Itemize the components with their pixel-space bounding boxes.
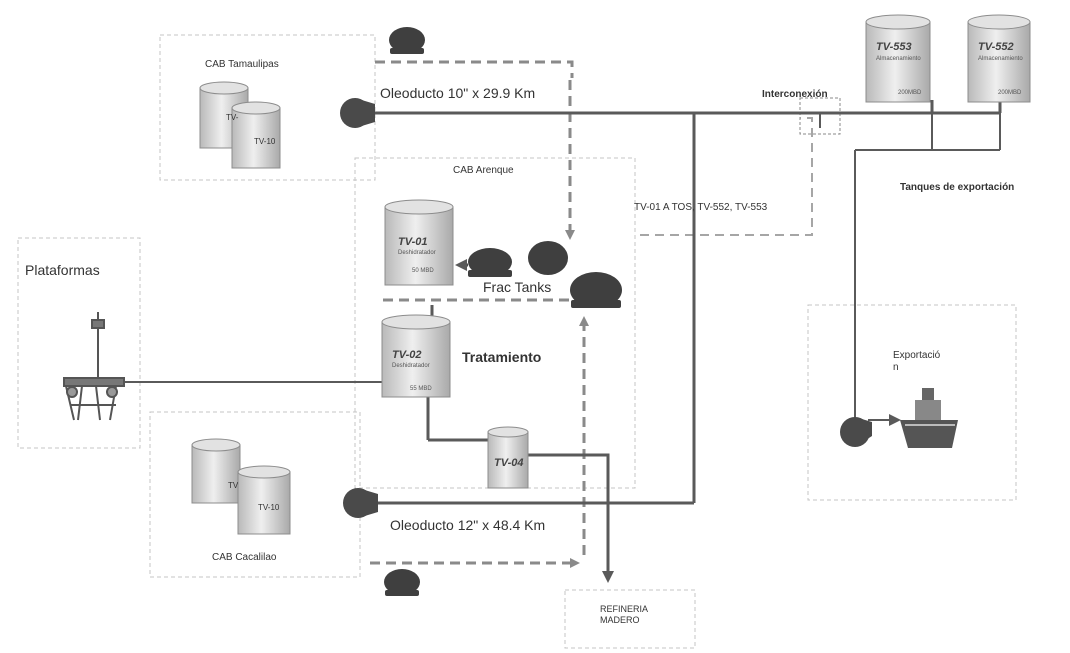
ship-icon [900,388,958,448]
pipeline-label-bottom: Oleoducto 12" x 48.4 Km [390,517,545,533]
tank-cap-tv553: 200MBD [898,90,922,96]
tank-cap-tv552: 200MBD [998,90,1022,96]
region-label-exportacion: Exportació n [893,350,943,373]
tank-sub-tv552: Almacenamiento [978,56,1023,62]
pipeline-tv04-outlet [527,453,614,583]
tank-cap-tv02: 55 MBD [410,386,432,392]
truck-routes [370,60,620,568]
refineria-line-cont: MADERO [600,615,640,625]
tanker-truck-icon [389,27,425,54]
refineria-line: REFINERIA [600,604,648,614]
region-cab-cacalilao [149,411,361,578]
pump-icon [340,98,375,128]
tank-sub-tv553: Almacenamiento [876,56,921,62]
tanker-truck-icon [528,241,568,275]
offshore-platform-icon [63,312,125,421]
tank-label-cac-b: TV-10 [258,503,280,512]
storage-tank-icon [191,14,1031,535]
region-label-cab-tamaulipas: CAB Tamaulipas [205,59,279,70]
route-top [375,60,574,78]
trucks [384,27,622,596]
pumps [340,98,872,518]
region-exportacion [807,304,1017,501]
tank-sub-tv01: Deshidratador [398,250,436,256]
tank-label-cac-a: TV [228,481,239,490]
interconexion-box [799,97,841,135]
exportacion-line: Exportació [893,350,941,361]
region-label-refineria: REFINERIA MADERO [600,604,650,625]
label-transfer: TV-01 A TOS, TV-552, TV-553 [634,202,768,213]
exportacion-line-cont: n [893,362,899,373]
pump-icon [840,417,872,447]
region-plataformas [17,237,141,449]
tanker-truck-icon [468,248,512,277]
tanker-truck-icon [384,569,420,596]
tank-label-tam-a: TV- [226,113,239,122]
label-interconexion: Interconexión [762,89,828,100]
transfer-route [640,117,813,236]
pipelines-thin [120,100,1001,426]
label-tanques-exportacion: Tanques de exportación [900,182,1014,193]
region-label-cab-cacalilao: CAB Cacalilao [212,552,277,563]
tank-label-tam-b: TV-10 [254,137,276,146]
tank-cap-tv01: 50 MBD [412,268,434,274]
pump-icon [343,488,378,518]
label-frac-tanks: Frac Tanks [483,279,551,295]
tank-label-tv02: TV-02 [392,349,422,361]
tank-sub-tv02: Deshidratador [392,363,430,369]
label-tratamiento: Tratamiento [462,349,541,365]
tank-label-tv552: TV-552 [978,41,1014,53]
tank-label-tv01: TV-01 [398,236,428,248]
tanker-truck-icon [570,272,622,308]
tank-label-tv04: TV-04 [494,457,524,469]
region-label-cab-arenque: CAB Arenque [453,165,514,176]
region-label-plataformas: Plataformas [25,262,100,278]
tank-label-tv553: TV-553 [876,41,912,53]
region-refineria [564,589,696,649]
pipeline-label-top: Oleoducto 10" x 29.9 Km [380,85,535,101]
